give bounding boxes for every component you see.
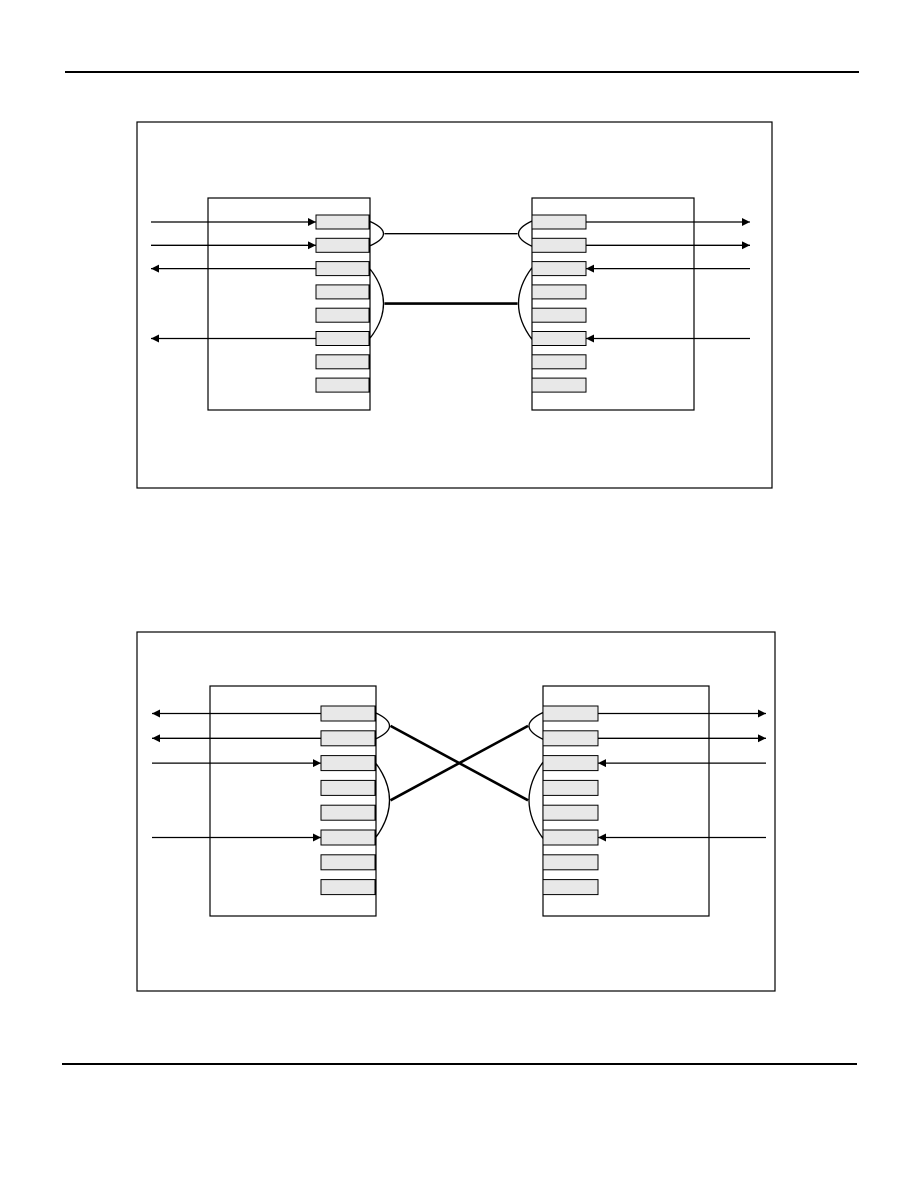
right-slot <box>542 829 599 846</box>
right-slot <box>531 354 587 370</box>
right-slot <box>531 331 587 346</box>
left-slot <box>315 237 370 253</box>
right-slot <box>542 804 599 821</box>
left-block <box>209 685 377 917</box>
right-slot <box>531 261 587 277</box>
left-slot <box>320 730 376 747</box>
right-slot <box>542 879 599 896</box>
right-slot <box>531 377 587 393</box>
left-block <box>207 197 371 411</box>
left-slot <box>320 879 376 896</box>
left-slot <box>315 354 370 370</box>
figure-bottom <box>136 631 776 992</box>
figure-top <box>136 121 773 489</box>
left-slot <box>315 284 370 300</box>
left-slot <box>320 705 376 722</box>
left-group-brace <box>374 761 391 839</box>
left-slot <box>315 377 370 393</box>
right-slot <box>542 705 599 722</box>
left-slot <box>320 829 376 846</box>
right-slot <box>542 730 599 747</box>
left-slot <box>320 779 376 796</box>
right-group-brace <box>528 761 544 839</box>
right-block <box>542 685 710 917</box>
left-group-brace <box>374 711 391 740</box>
left-slot <box>315 214 370 230</box>
right-slot <box>542 854 599 871</box>
right-block <box>531 197 695 411</box>
left-slot <box>315 307 370 323</box>
right-slot <box>531 214 587 230</box>
left-group-brace <box>368 267 385 340</box>
right-group-brace <box>528 711 544 740</box>
right-slot <box>531 284 587 300</box>
right-slot <box>531 307 587 323</box>
right-group-brace <box>517 267 533 340</box>
figure-frame <box>136 121 773 489</box>
left-slot <box>320 854 376 871</box>
left-slot <box>315 331 370 346</box>
crossed-link-line <box>389 724 529 802</box>
left-slot <box>320 804 376 821</box>
right-slot <box>542 755 599 772</box>
figure-frame <box>136 631 776 992</box>
left-slot <box>320 755 376 772</box>
left-group-brace <box>368 220 385 247</box>
right-slot <box>542 779 599 796</box>
right-slot <box>531 237 587 253</box>
right-group-brace <box>517 220 533 247</box>
left-slot <box>315 261 370 277</box>
